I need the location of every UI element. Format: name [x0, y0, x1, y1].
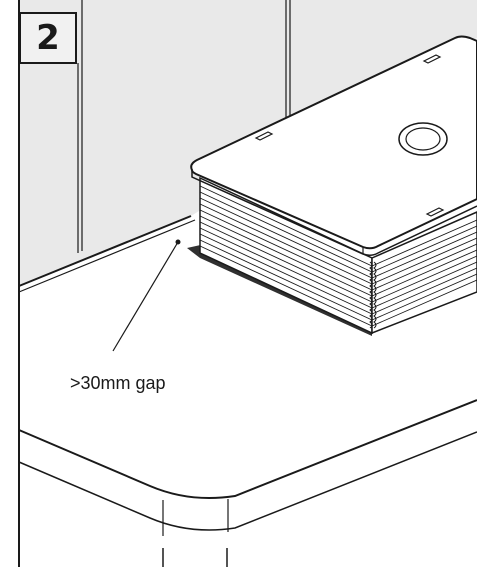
side-layer-lines [371, 219, 477, 327]
counter-surface [18, 399, 477, 567]
gap-annotation-label: >30mm gap [70, 373, 166, 393]
stacked-unit [190, 35, 477, 335]
step-number: 2 [36, 18, 60, 58]
front-layer-lines [199, 185, 373, 327]
gap-leader [112, 239, 181, 352]
step-number-badge: 2 [19, 12, 77, 64]
corner-seam [369, 261, 377, 329]
lid-port [398, 122, 448, 156]
lid-tabs [254, 54, 445, 217]
wall-floor-junction [18, 215, 196, 293]
